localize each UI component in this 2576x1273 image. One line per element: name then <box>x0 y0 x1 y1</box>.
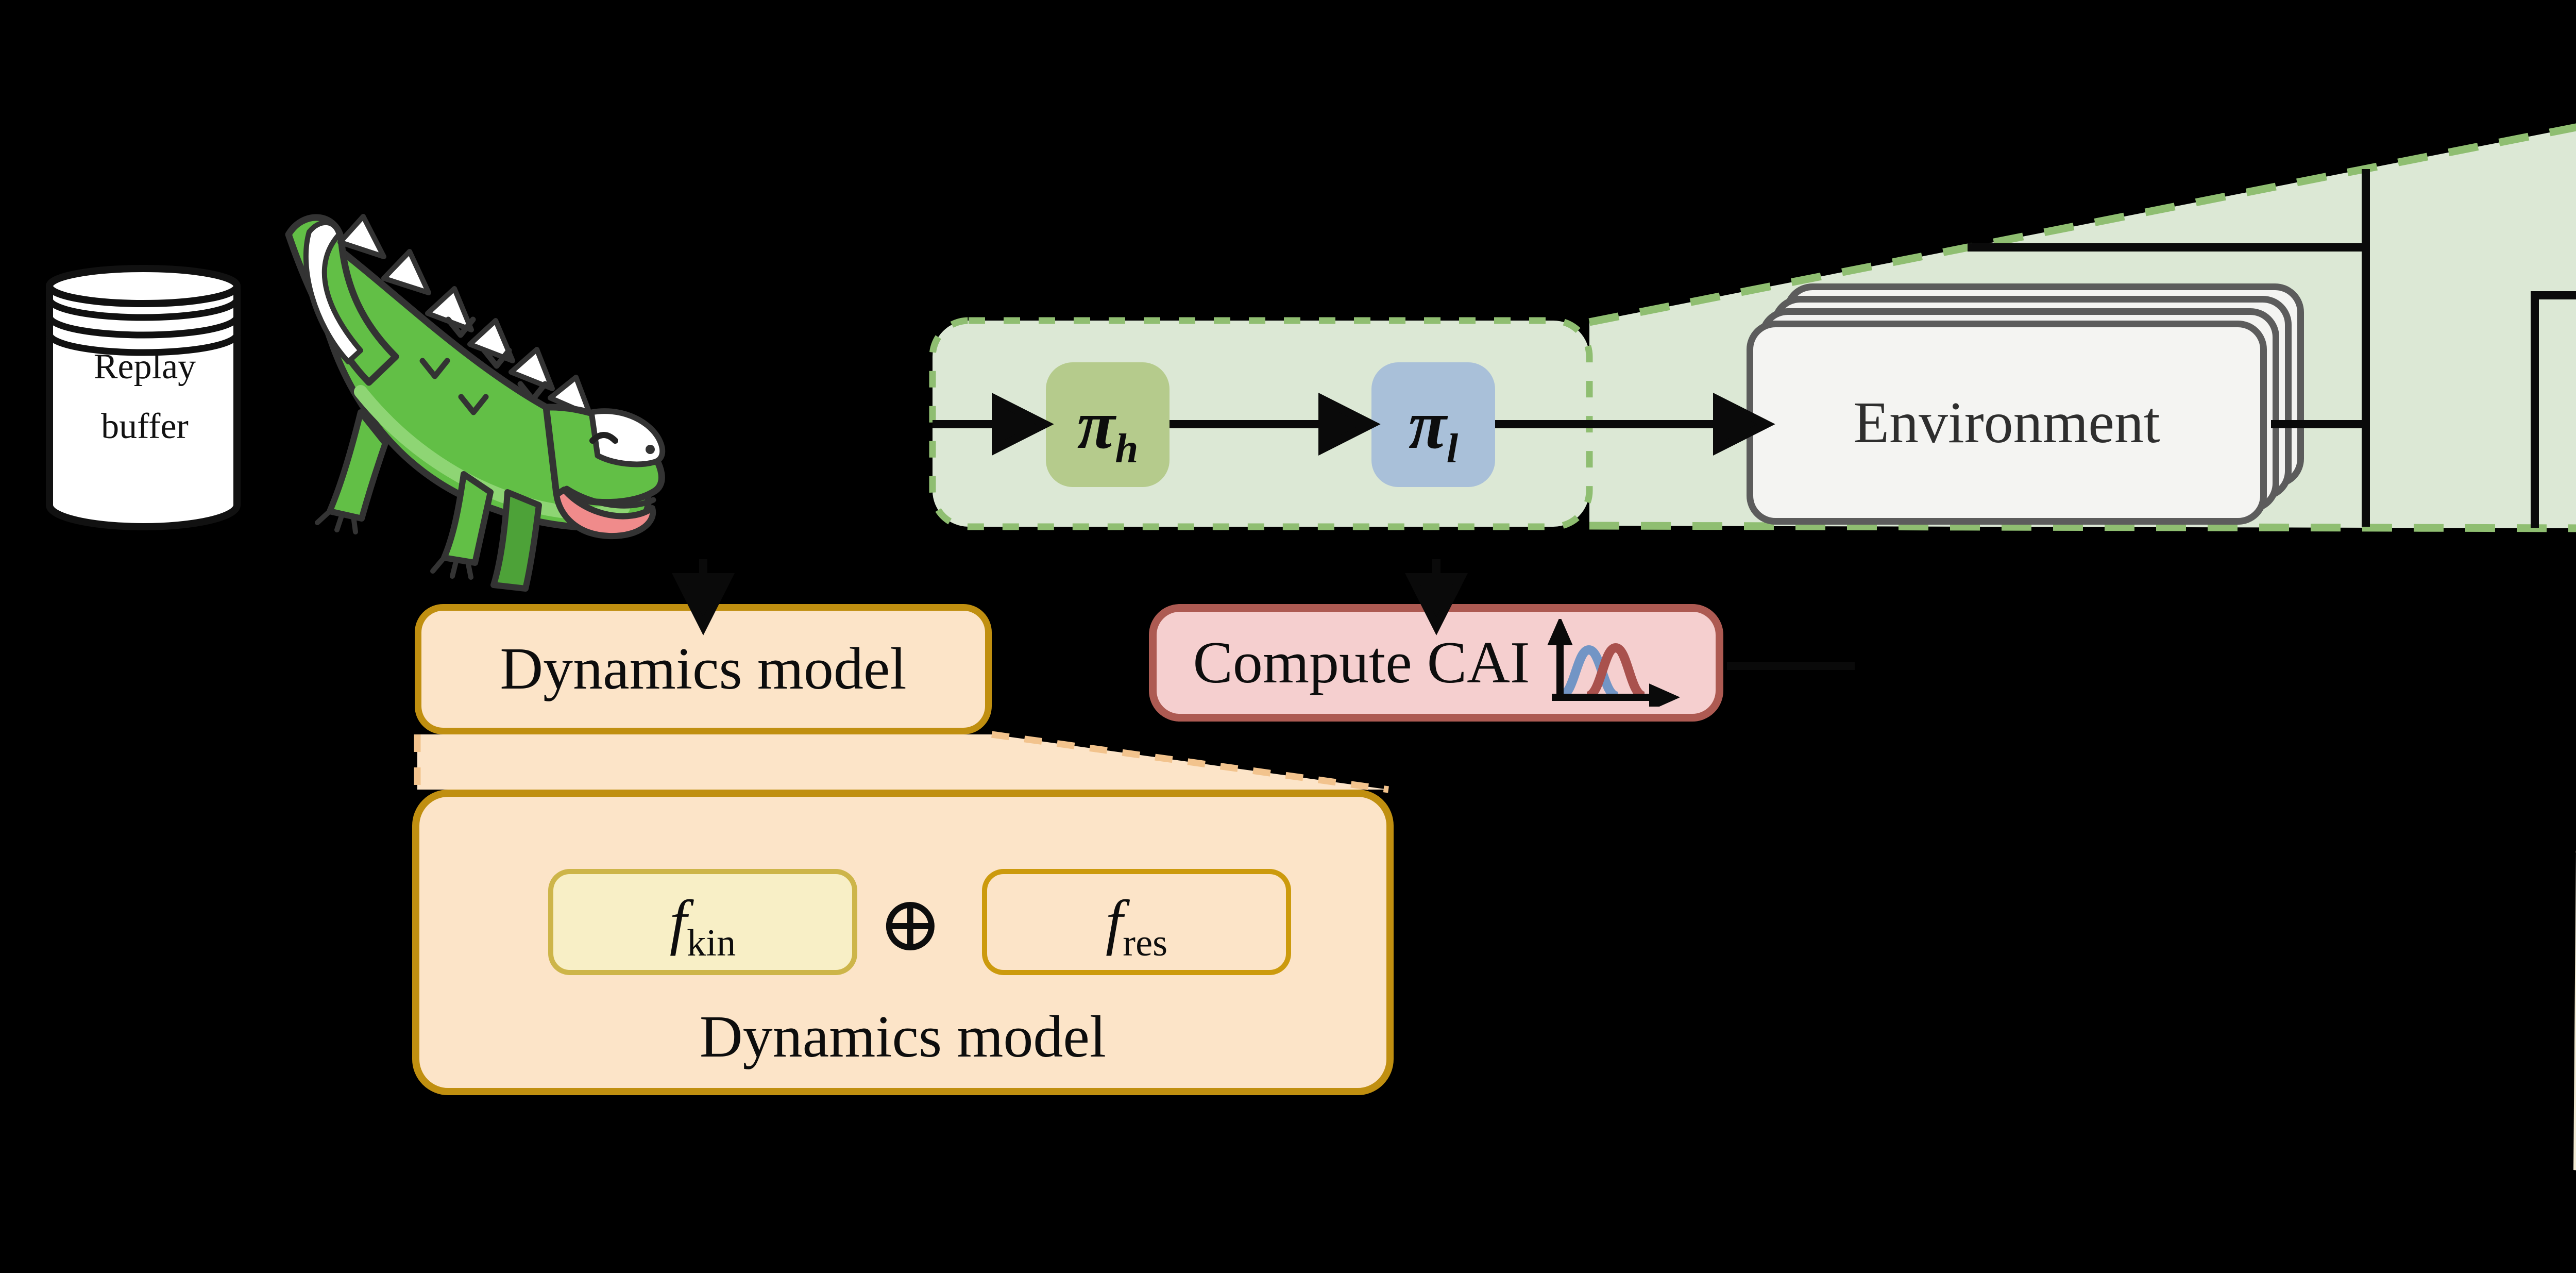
f-kin-box: fkin <box>548 869 857 975</box>
dynamics-model-label: Dynamics model <box>500 636 907 702</box>
environment-label: Environment <box>1853 390 2160 455</box>
crocodile-icon <box>285 214 666 592</box>
f-kin-symbol: f <box>669 887 687 956</box>
f-res-box: fres <box>982 869 1291 975</box>
pi-l-subscript: l <box>1446 425 1459 472</box>
environment-box: Environment <box>1747 321 2267 525</box>
pi-l-symbol: π <box>1408 386 1447 463</box>
pi-h-symbol: π <box>1077 386 1115 463</box>
compute-cai-box: Compute CAI <box>1149 604 1723 722</box>
dynamics-expanded-caption: Dynamics model <box>699 1004 1107 1070</box>
distribution-curves-icon <box>1547 619 1680 707</box>
dynamics-model-label-box: Dynamics model <box>415 604 992 734</box>
rollout-hl-policy-box: πh <box>1046 362 1170 487</box>
green-wedge-bottom-dash <box>1589 522 2576 532</box>
replay-buffer-label-line2: buffer <box>101 407 189 446</box>
pi-h-subscript: h <box>1115 425 1139 472</box>
f-kin-subscript: kin <box>687 922 736 964</box>
robot-box-photo <box>2573 850 2576 1170</box>
oplus-symbol: ⊕ <box>878 882 943 967</box>
compute-cai-label: Compute CAI <box>1193 629 1530 696</box>
orange-expansion-wedge <box>417 734 1388 790</box>
orange-wedge-right-dash <box>991 731 1389 793</box>
f-res-symbol: f <box>1105 887 1123 956</box>
arrow-into-hl-policy <box>2531 291 2576 528</box>
replay-buffer-label-line1: Replay <box>93 347 196 387</box>
f-res-subscript: res <box>1123 922 1168 964</box>
dynamics-model-expanded-box: fkin ⊕ fres Dynamics model <box>412 790 1394 1095</box>
rollout-ll-policy-box: πl <box>1371 362 1495 487</box>
replay-buffer-cylinder <box>46 265 241 530</box>
